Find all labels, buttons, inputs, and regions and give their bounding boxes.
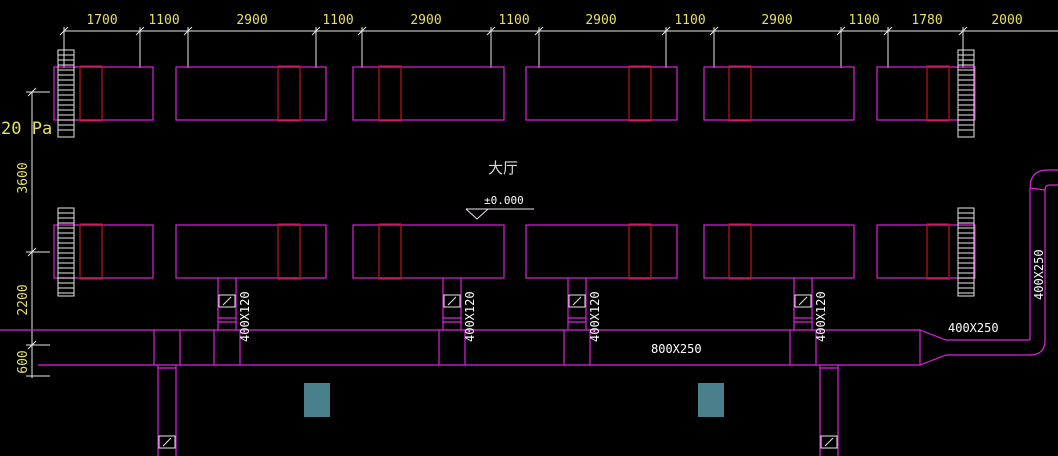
ac-unit-r1-3	[352, 66, 505, 121]
dim-12: 2000	[991, 13, 1022, 28]
top-dimension-line	[59, 26, 1058, 68]
top-dimensions: 1700 1100 2900 1100 2900 1100 2900 1100 …	[86, 13, 1022, 28]
unit-band-r1-3	[378, 65, 402, 122]
unit-band-r1-6	[926, 65, 950, 122]
ac-unit-r1-6	[876, 66, 976, 121]
elevation-label: ±0.000	[484, 194, 524, 207]
damper-4	[794, 294, 812, 308]
elevation-mark	[465, 208, 534, 220]
grille-left-bottom	[57, 207, 75, 297]
dim-5: 2900	[410, 13, 441, 28]
ac-unit-r1-4	[525, 66, 678, 121]
dim-7: 2900	[585, 13, 616, 28]
unit-band-r1-2	[277, 65, 301, 122]
ac-unit-r2-5	[703, 224, 855, 279]
unit-band-r2-5	[728, 223, 752, 280]
damper-1	[218, 294, 236, 308]
pressure-label: 20 Pa	[1, 119, 52, 139]
unit-band-r1-4	[628, 65, 652, 122]
ac-unit-r2-1	[53, 224, 154, 279]
down-ducts	[157, 365, 839, 456]
branch-duct-label-2: 400X120	[463, 291, 477, 342]
dim-9: 2900	[761, 13, 792, 28]
dim-3: 2900	[236, 13, 267, 28]
dim-600: 600	[16, 350, 31, 373]
dim-8: 1100	[674, 13, 705, 28]
main-duct-label: 800X250	[651, 342, 702, 356]
dim-2200: 2200	[16, 284, 31, 315]
ac-unit-r1-1	[53, 66, 154, 121]
dim-1: 1700	[86, 13, 117, 28]
side-grilles	[57, 49, 975, 297]
dim-11: 1780	[911, 13, 942, 28]
room-label: 大厅	[488, 159, 518, 177]
grille-right-top	[957, 49, 975, 138]
main-duct	[0, 169, 1058, 366]
dim-10: 1100	[848, 13, 879, 28]
ac-unit-r2-6	[876, 224, 976, 279]
unit-band-r2-1	[79, 223, 103, 280]
damper-2	[443, 294, 461, 308]
unit-band-r2-2	[277, 223, 301, 280]
ac-unit-r1-5	[703, 66, 855, 121]
ac-units	[53, 65, 976, 280]
ac-unit-r2-2	[175, 224, 327, 279]
unit-band-r2-3	[378, 223, 402, 280]
grille-left-top	[57, 49, 75, 138]
unit-band-r2-6	[926, 223, 950, 280]
branch-duct-label-4: 400X120	[814, 291, 828, 342]
dim-2: 1100	[148, 13, 179, 28]
branch-duct-label-1: 400X120	[238, 291, 252, 342]
riser-duct-label: 400X250	[1032, 249, 1046, 300]
unit-band-r1-1	[79, 65, 103, 122]
grille-right-bottom	[957, 207, 975, 297]
ac-unit-r2-3	[352, 224, 505, 279]
unit-band-r1-5	[728, 65, 752, 122]
ac-unit-r2-4	[525, 224, 678, 279]
reducer-duct-label: 400X250	[948, 321, 999, 335]
branch-duct-label-3: 400X120	[588, 291, 602, 342]
branch-ducts: 400X120 400X120 400X120 400X120	[217, 278, 828, 342]
dim-3600: 3600	[16, 162, 31, 193]
unit-band-r2-4	[628, 223, 652, 280]
dim-6: 1100	[498, 13, 529, 28]
column-2	[698, 383, 724, 417]
dim-4: 1100	[322, 13, 353, 28]
ac-unit-r1-2	[175, 66, 327, 121]
column-1	[304, 383, 330, 417]
damper-3	[568, 294, 586, 308]
